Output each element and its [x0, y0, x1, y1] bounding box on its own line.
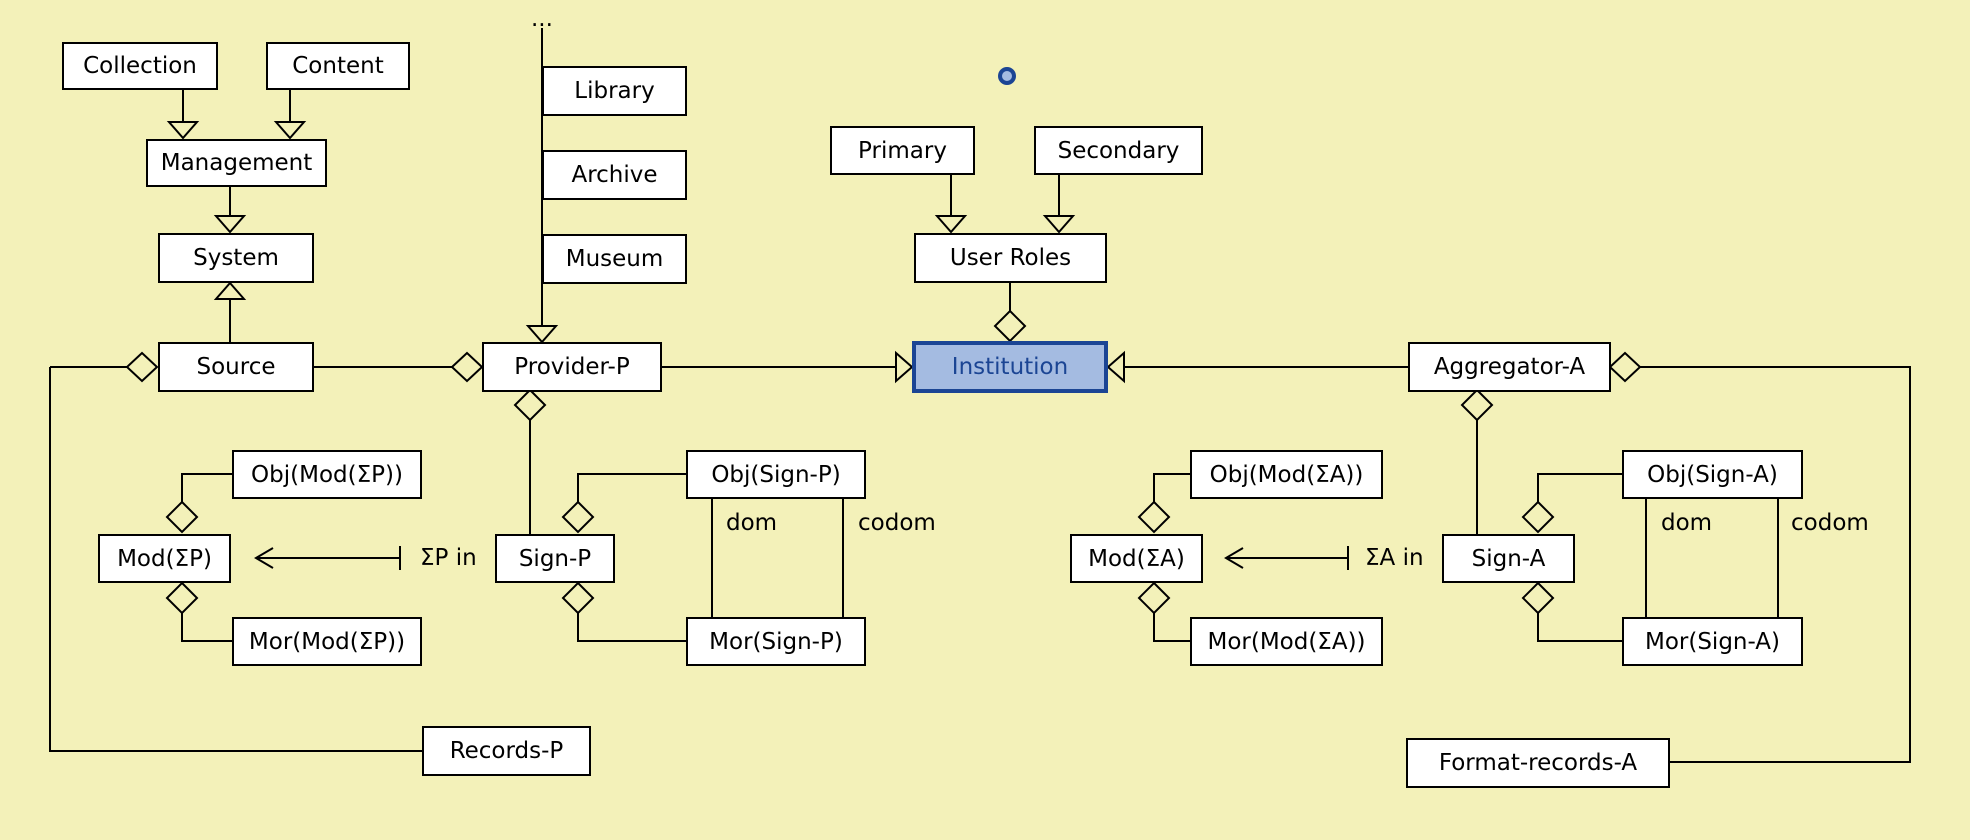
- mor-sign-p-box[interactable]: Mor(Sign-P): [686, 617, 866, 666]
- secondary-box[interactable]: Secondary: [1034, 126, 1203, 175]
- aggregation-diamond: [513, 388, 547, 422]
- aggregation-diamond: [165, 500, 199, 534]
- sign-p-box[interactable]: Sign-P: [495, 534, 615, 583]
- aggregation-diamond: [1521, 500, 1555, 534]
- management-box[interactable]: Management: [146, 139, 327, 187]
- format-records-a-box[interactable]: Format-records-A: [1406, 738, 1670, 788]
- aggregation-diamond: [450, 351, 484, 383]
- mod-obj-line: [181, 473, 232, 502]
- sa-in-label: ΣA in: [1365, 545, 1424, 571]
- generalization-arrowhead: [934, 215, 968, 234]
- mod-obj-line: [1153, 473, 1190, 502]
- content-box[interactable]: Content: [266, 42, 410, 90]
- aggregation-diamond: [561, 581, 595, 615]
- source-box[interactable]: Source: [158, 342, 314, 392]
- system-box[interactable]: System: [158, 233, 314, 283]
- generalization-arrowhead: [525, 325, 559, 344]
- source-records-line: [49, 367, 422, 752]
- mod-sa-box[interactable]: Mod(ΣA): [1070, 534, 1203, 583]
- codom-label: codom: [1791, 510, 1869, 536]
- collection-box[interactable]: Collection: [62, 42, 218, 90]
- sp-in-label: ΣP in: [420, 545, 477, 571]
- records-p-box[interactable]: Records-P: [422, 726, 591, 776]
- mod-mor-line: [1153, 613, 1190, 642]
- aggregator-format-line: [1640, 366, 1911, 763]
- obj-sign-a-box[interactable]: Obj(Sign-A): [1622, 450, 1803, 499]
- selection-handle[interactable]: [998, 67, 1016, 85]
- mapping-arrowhead: [254, 547, 274, 569]
- mor-mod-sp-box[interactable]: Mor(Mod(ΣP)): [232, 617, 422, 666]
- generalization-arrowhead: [213, 281, 247, 300]
- aggregation-diamond: [1608, 351, 1642, 383]
- primary-box[interactable]: Primary: [830, 126, 975, 175]
- sign-a-box[interactable]: Sign-A: [1442, 534, 1575, 583]
- aggregation-diamond: [1521, 581, 1555, 615]
- library-box[interactable]: Library: [542, 66, 687, 116]
- mor-mod-sa-box[interactable]: Mor(Mod(ΣA)): [1190, 617, 1383, 666]
- sign-mor-line: [577, 613, 688, 642]
- mod-sp-box[interactable]: Mod(ΣP): [98, 534, 231, 583]
- generalization-arrowhead: [166, 121, 200, 140]
- aggregator-a-box[interactable]: Aggregator-A: [1408, 342, 1611, 392]
- sign-obj-line: [1537, 473, 1622, 502]
- aggregation-diamond: [561, 500, 595, 534]
- mapping-arrow-line: [1228, 546, 1349, 570]
- mapping-arrowhead: [1224, 547, 1244, 569]
- aggregation-diamond: [993, 309, 1027, 343]
- obj-mod-sa-box[interactable]: Obj(Mod(ΣA)): [1190, 450, 1383, 499]
- user-roles-box[interactable]: User Roles: [914, 233, 1107, 283]
- institution-box[interactable]: Institution: [912, 341, 1108, 393]
- generalization-arrowhead: [273, 121, 307, 140]
- mod-mor-line: [181, 613, 232, 642]
- ellipsis-label: ...: [531, 6, 553, 32]
- mor-sign-a-box[interactable]: Mor(Sign-A): [1622, 617, 1803, 666]
- generalization-arrowhead: [1106, 350, 1125, 384]
- aggregation-diamond: [1137, 581, 1171, 615]
- sign-obj-line: [577, 473, 688, 502]
- obj-sign-p-box[interactable]: Obj(Sign-P): [686, 450, 866, 499]
- sign-mor-line: [1537, 613, 1622, 642]
- aggregation-diamond: [1137, 500, 1171, 534]
- archive-box[interactable]: Archive: [542, 150, 687, 200]
- generalization-arrowhead: [1042, 215, 1076, 234]
- codom-label: codom: [858, 510, 936, 536]
- dom-label: dom: [1661, 510, 1713, 536]
- aggregation-diamond: [1460, 388, 1494, 422]
- aggregation-diamond: [125, 351, 159, 383]
- generalization-arrowhead: [895, 350, 914, 384]
- museum-box[interactable]: Museum: [542, 234, 687, 284]
- provider-p-box[interactable]: Provider-P: [482, 342, 662, 392]
- obj-mod-sp-box[interactable]: Obj(Mod(ΣP)): [232, 450, 422, 499]
- aggregation-diamond: [165, 581, 199, 615]
- mapping-arrow-line: [258, 546, 401, 570]
- generalization-arrowhead: [213, 215, 247, 234]
- dom-label: dom: [726, 510, 778, 536]
